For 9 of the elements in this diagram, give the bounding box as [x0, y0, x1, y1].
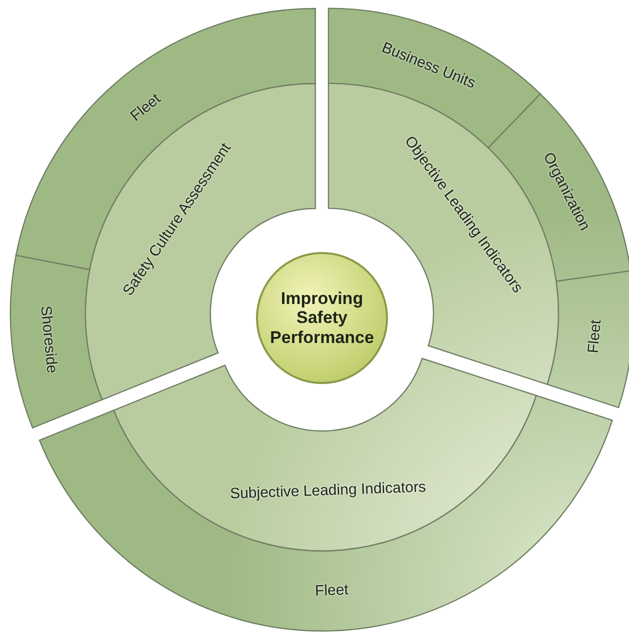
ring-segment [113, 358, 537, 552]
segment-label: Fleet [585, 319, 606, 354]
segment-label: Fleet [314, 582, 349, 600]
ring-segment [38, 394, 613, 632]
ring-segment [10, 254, 103, 428]
segment-label: Shoreside [37, 304, 61, 374]
ring-segment [546, 270, 629, 408]
segment-label: Subjective Leading Indicators [230, 478, 426, 503]
center-circle: Improving Safety Performance [256, 252, 388, 384]
